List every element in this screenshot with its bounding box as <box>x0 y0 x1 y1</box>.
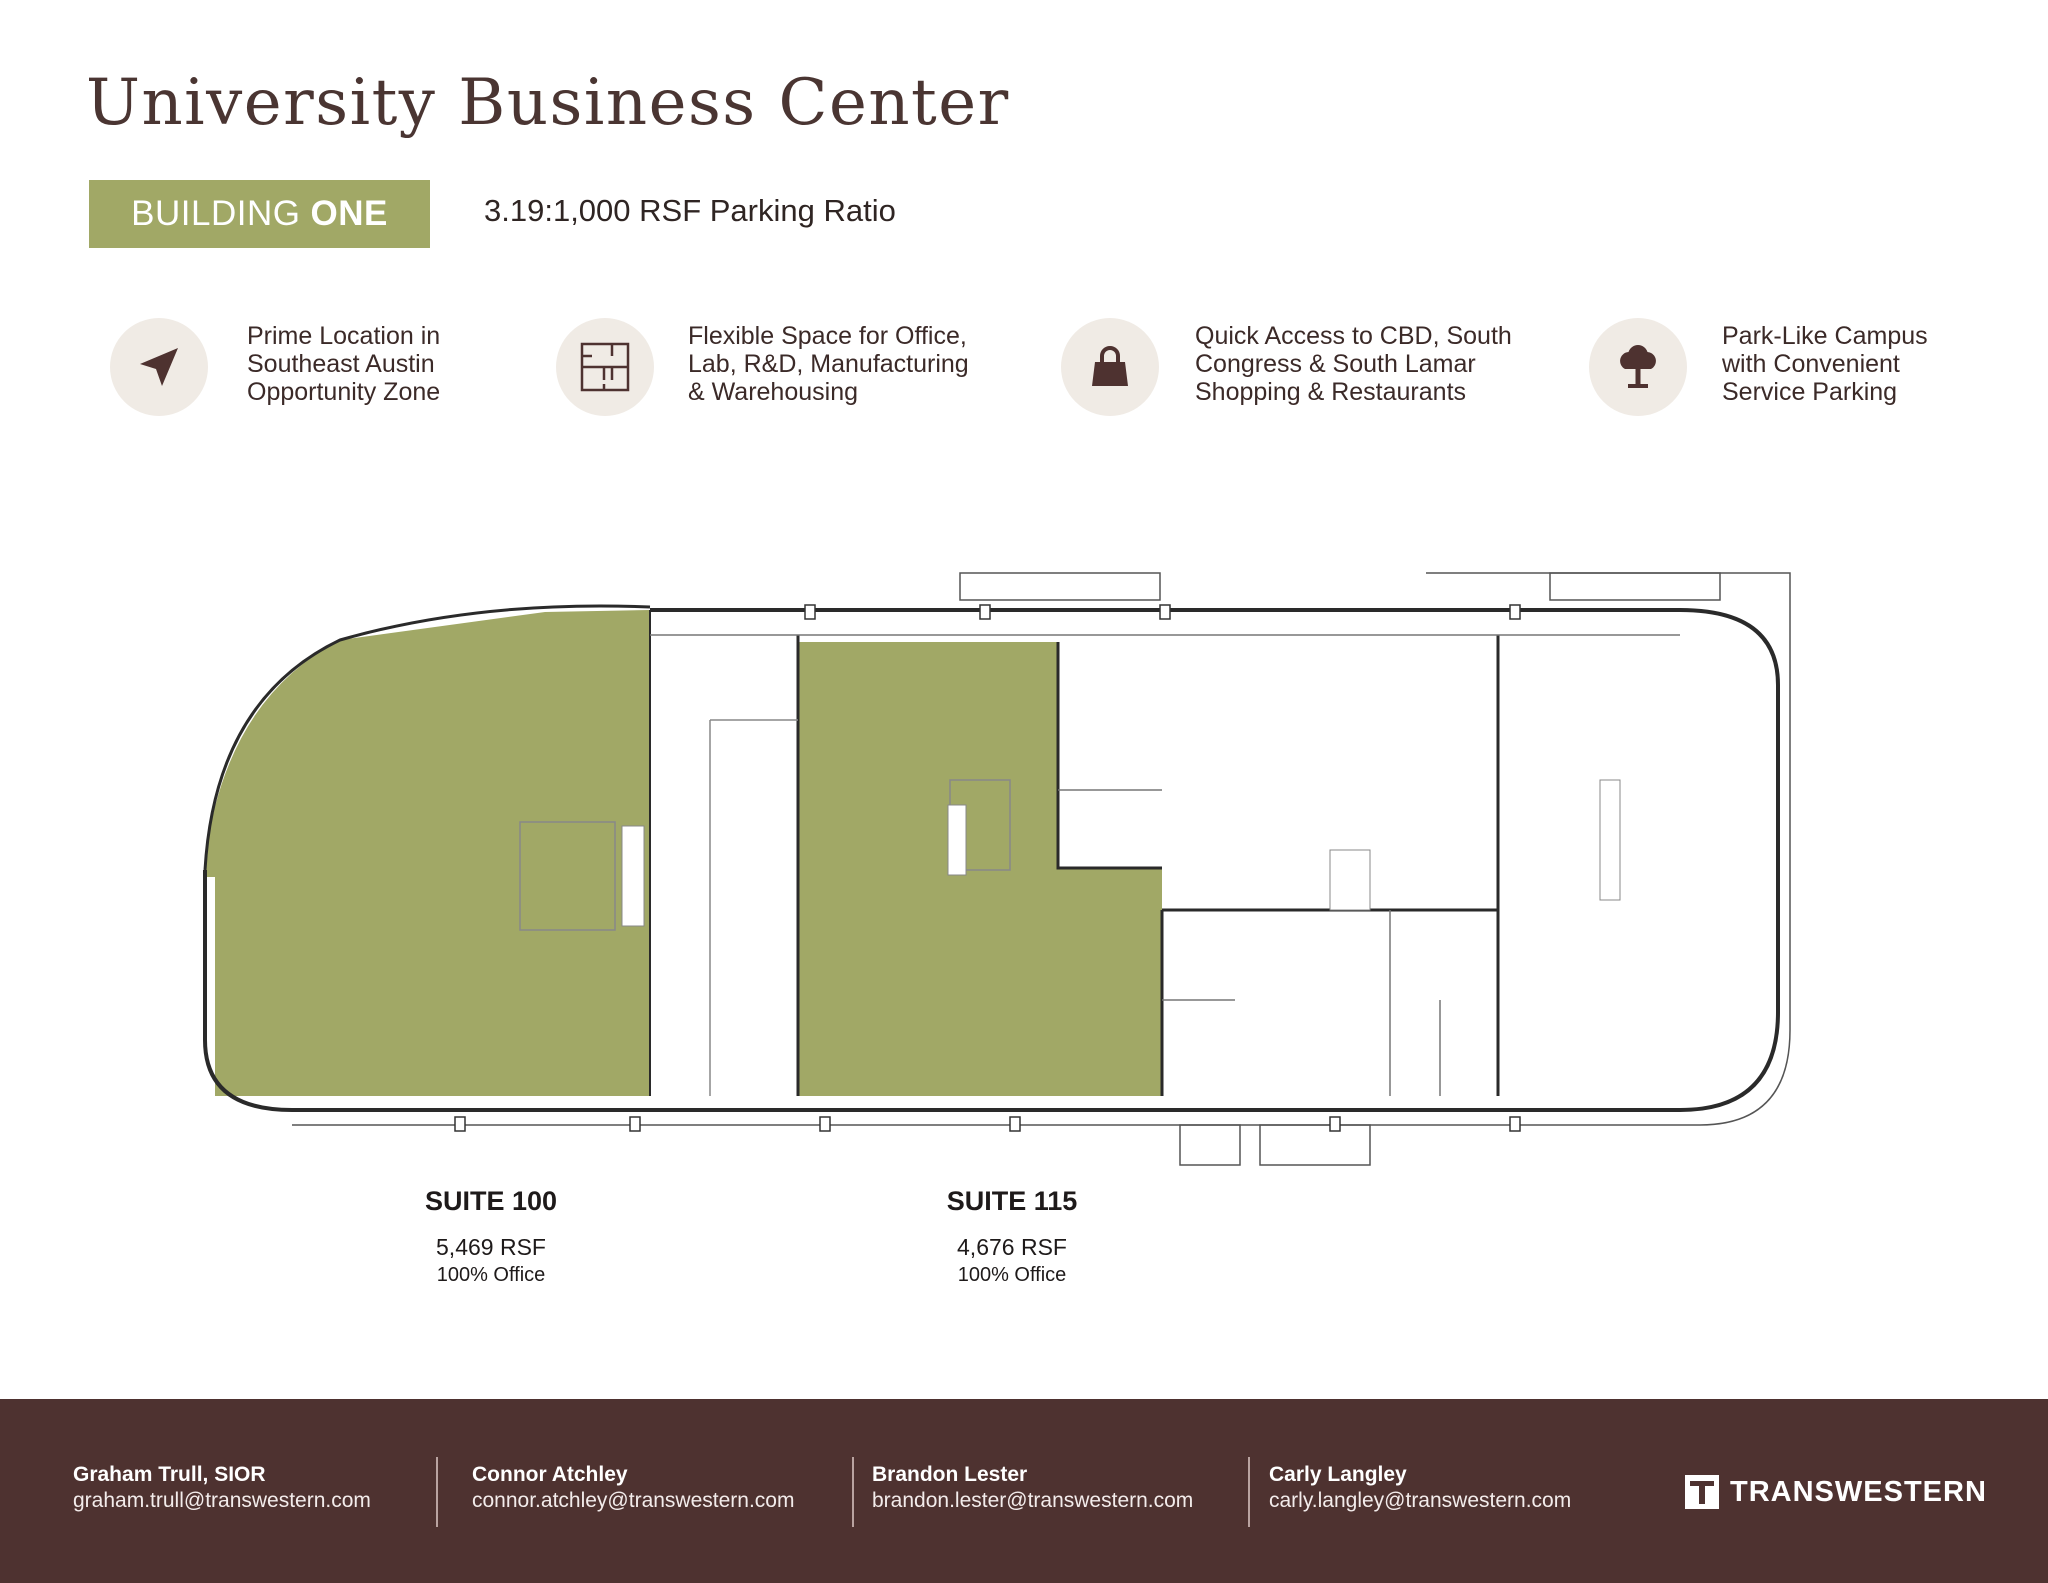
contact-divider <box>1248 1457 1250 1527</box>
shopping-bag-icon <box>1061 318 1159 416</box>
feature-line: Park-Like Campus <box>1722 322 1928 350</box>
contact-card: Graham Trull, SIOR graham.trull@transwes… <box>73 1462 371 1514</box>
interior-wall <box>650 634 1680 1096</box>
restroom-block <box>621 825 645 927</box>
contact-name: Carly Langley <box>1269 1463 1407 1486</box>
floor-plan-icon <box>556 318 654 416</box>
feature-text: Park-Like Campus with Convenient Service… <box>1722 322 1928 406</box>
badge-label-strong: ONE <box>310 194 388 233</box>
suite-115-type: 100% Office <box>957 1264 1067 1286</box>
tree-icon <box>1589 318 1687 416</box>
building-badge: BUILDING ONE <box>89 180 430 248</box>
restroom-block <box>1599 779 1621 901</box>
contact-divider <box>852 1457 854 1527</box>
badge-label: BUILDING <box>131 194 301 233</box>
contact-email[interactable]: carly.langley@transwestern.com <box>1269 1489 1572 1512</box>
page-title: University Business Center <box>86 66 1010 140</box>
feature-line: Service Parking <box>1722 378 1898 406</box>
contact-card: Carly Langley carly.langley@transwestern… <box>1269 1462 1571 1514</box>
feature-line: Opportunity Zone <box>247 378 441 406</box>
feature-line: with Convenient <box>1722 350 1900 378</box>
contact-name: Graham Trull, SIOR <box>73 1463 266 1486</box>
parking-ratio: 3.19:1,000 RSF Parking Ratio <box>484 193 896 228</box>
transwestern-t-logo-icon <box>1685 1475 1719 1509</box>
feature-text: Flexible Space for Office, Lab, R&D, Man… <box>688 322 969 406</box>
contact-card: Connor Atchley connor.atchley@transweste… <box>472 1462 794 1514</box>
contact-name: Brandon Lester <box>872 1463 1028 1486</box>
navigation-arrow-icon <box>110 318 208 416</box>
interior-wall <box>796 635 1500 1096</box>
suite-100-rsf: 5,469 RSF <box>436 1234 546 1260</box>
brand-name: TRANSWESTERN <box>1730 1475 1987 1508</box>
building-outline <box>203 608 1780 1112</box>
suite-115-name: SUITE 115 <box>946 1186 1078 1216</box>
contact-email[interactable]: brandon.lester@transwestern.com <box>872 1489 1194 1512</box>
feature-line: Quick Access to CBD, South <box>1195 322 1512 350</box>
contact-email[interactable]: graham.trull@transwestern.com <box>73 1489 371 1512</box>
feature-text: Prime Location in Southeast Austin Oppor… <box>247 322 440 406</box>
suite-100-name: SUITE 100 <box>424 1186 558 1216</box>
feature-line: Prime Location in <box>247 322 441 350</box>
feature-line: & Warehousing <box>688 378 858 406</box>
feature-line: Congress & South Lamar <box>1195 350 1476 378</box>
suite-100-area <box>205 610 650 1096</box>
contact-divider <box>436 1457 438 1527</box>
feature-line: Flexible Space for Office, <box>688 322 967 350</box>
contact-card: Brandon Lester brandon.lester@transweste… <box>872 1462 1193 1514</box>
interior-wall <box>519 719 1011 1096</box>
brand-logo: TRANSWESTERN <box>1684 1474 1987 1510</box>
restroom-block <box>947 804 967 876</box>
suite-100-type: 100% Office <box>436 1264 546 1286</box>
suite-115-rsf: 4,676 RSF <box>957 1234 1067 1260</box>
entry-canopy <box>959 572 1721 601</box>
exterior-wall <box>292 572 1791 1126</box>
feature-line: Lab, R&D, Manufacturing <box>688 350 969 378</box>
stairs <box>1179 1124 1371 1166</box>
contact-name: Connor Atchley <box>472 1463 628 1486</box>
restroom-block <box>1329 849 1371 911</box>
columns <box>454 604 1521 1132</box>
suite-115-area <box>798 642 1162 1096</box>
suite-100-outline <box>203 604 651 871</box>
contact-email[interactable]: connor.atchley@transwestern.com <box>472 1489 795 1512</box>
feature-line: Southeast Austin <box>247 350 435 378</box>
feature-line: Shopping & Restaurants <box>1195 378 1467 406</box>
feature-text: Quick Access to CBD, South Congress & So… <box>1195 322 1512 406</box>
